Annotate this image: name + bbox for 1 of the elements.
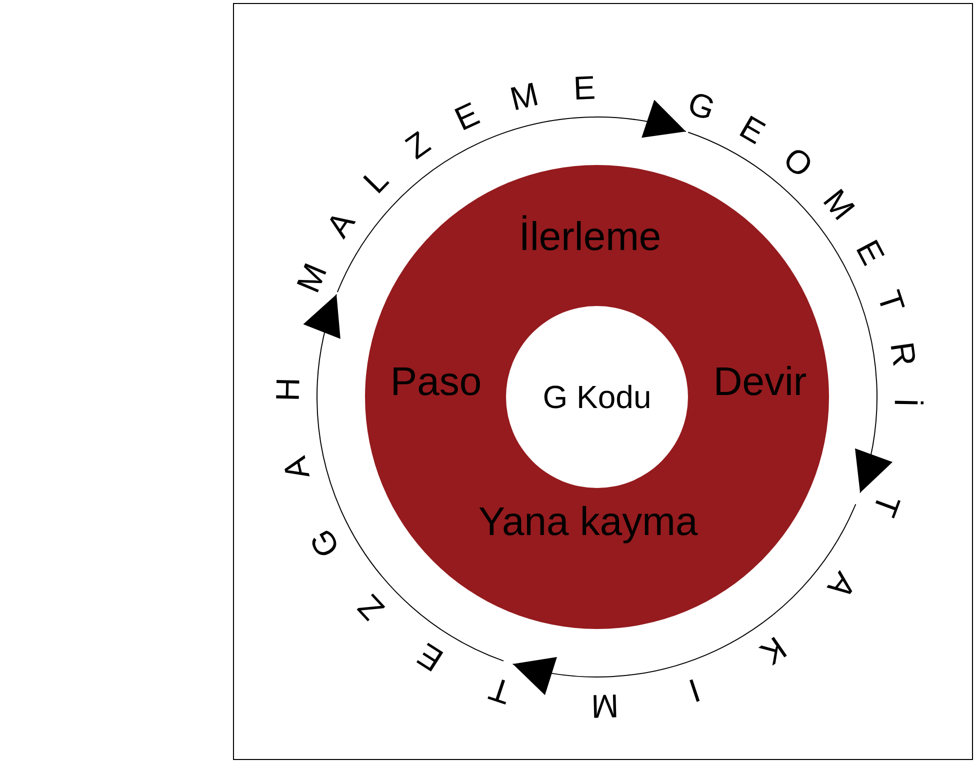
center-label: G Kodu — [542, 378, 652, 416]
